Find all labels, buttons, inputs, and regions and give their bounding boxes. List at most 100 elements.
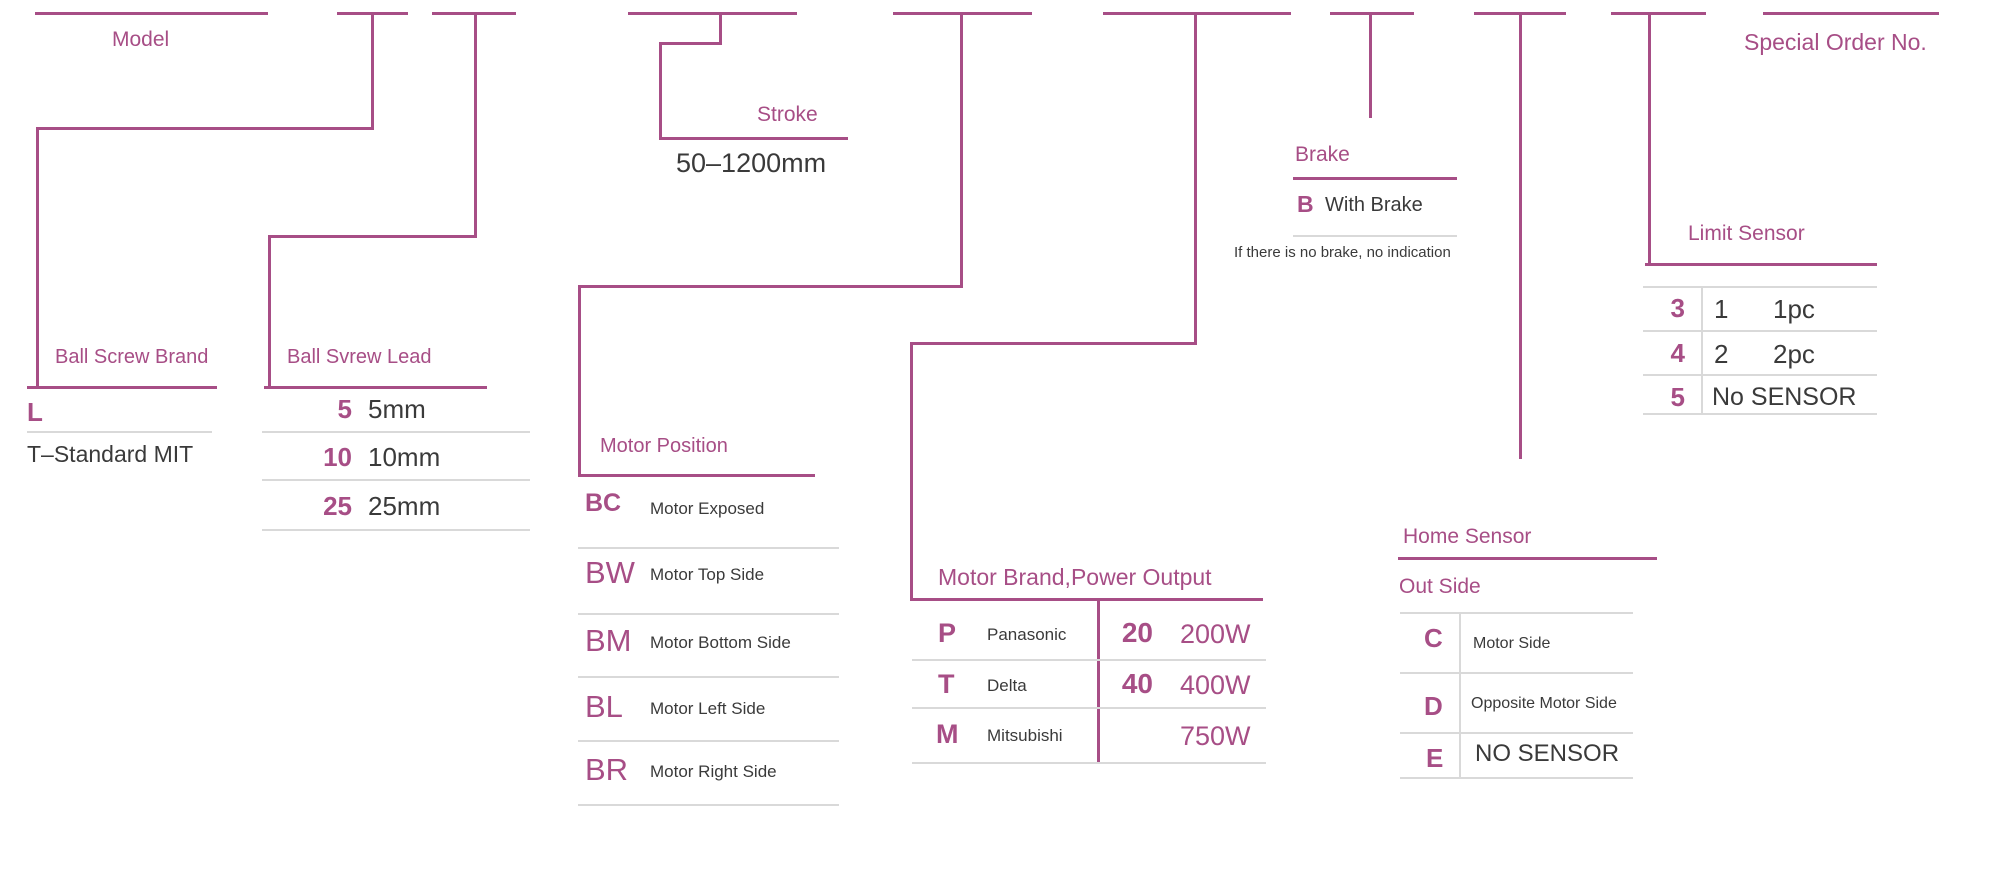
limit-sensor-desc: 2pc bbox=[1773, 339, 1815, 369]
power-value: 750W bbox=[1180, 721, 1251, 751]
motor-position-desc: Motor Left Side bbox=[650, 699, 766, 718]
lead-row-separator bbox=[262, 431, 530, 433]
home-sensor-desc: Opposite Motor Side bbox=[1471, 695, 1617, 712]
motor-brand-code: M bbox=[936, 719, 959, 749]
motor-position-code: BW bbox=[585, 555, 635, 590]
home-sensor-table-top bbox=[1400, 612, 1633, 614]
home-sensor-code: E bbox=[1426, 743, 1444, 773]
motor-position-code: BM bbox=[585, 623, 632, 658]
limit-sensor-underline bbox=[1645, 263, 1877, 266]
leader-screw-brand-v2 bbox=[36, 127, 39, 389]
limit-sensor-separator bbox=[1643, 330, 1877, 332]
motor-position-desc: Motor Right Side bbox=[650, 762, 777, 781]
lead-row-code: 10 bbox=[323, 442, 352, 472]
limit-sensor-qty: 1 bbox=[1714, 294, 1729, 324]
motor-brand-name: Mitsubishi bbox=[987, 726, 1063, 745]
code-tick-stroke bbox=[628, 12, 797, 15]
home-sensor-label: Home Sensor bbox=[1403, 525, 1532, 548]
ball-screw-brand-code: L bbox=[27, 397, 43, 427]
leader-motor-brand-h bbox=[910, 342, 1197, 345]
motor-position-code: BL bbox=[585, 689, 623, 724]
home-sensor-desc: NO SENSOR bbox=[1475, 740, 1620, 767]
motor-position-code: BR bbox=[585, 752, 629, 787]
motor-brand-column-divider bbox=[1097, 600, 1100, 763]
code-tick-motor-brand bbox=[1103, 12, 1291, 15]
code-tick-special-order bbox=[1763, 12, 1939, 15]
power-code: 40 bbox=[1121, 668, 1153, 699]
ball-screw-brand-separator bbox=[27, 431, 212, 433]
ball-screw-brand-label: Ball Screw Brand bbox=[55, 346, 209, 368]
lead-row-separator bbox=[262, 479, 530, 481]
leader-home-sensor-v bbox=[1519, 12, 1522, 459]
brake-note: If there is no brake, no indication bbox=[1234, 244, 1451, 261]
brake-label: Brake bbox=[1295, 143, 1350, 166]
brake-code: B bbox=[1297, 191, 1314, 217]
limit-sensor-separator bbox=[1643, 374, 1877, 376]
home-sensor-desc: Motor Side bbox=[1473, 635, 1551, 652]
home-sensor-sublabel: Out Side bbox=[1399, 575, 1481, 598]
motor-position-code: BC bbox=[585, 489, 622, 517]
limit-sensor-code: 5 bbox=[1670, 382, 1685, 412]
home-sensor-code: C bbox=[1424, 623, 1443, 653]
motor-brand-separator bbox=[912, 659, 1266, 661]
stroke-label: Stroke bbox=[757, 103, 818, 126]
lead-row-code: 25 bbox=[323, 491, 352, 521]
limit-sensor-label: Limit Sensor bbox=[1688, 222, 1805, 245]
motor-position-separator bbox=[578, 676, 839, 678]
power-value: 200W bbox=[1180, 619, 1251, 649]
limit-sensor-table-bottom bbox=[1643, 413, 1877, 415]
brake-separator bbox=[1293, 235, 1457, 237]
motor-brand-name: Delta bbox=[987, 676, 1027, 695]
special-order-label: Special Order No. bbox=[1744, 29, 1927, 55]
model-label: Model bbox=[112, 28, 170, 51]
brake-label-underline bbox=[1293, 177, 1457, 180]
motor-position-separator bbox=[578, 740, 839, 742]
code-tick-model bbox=[35, 12, 268, 15]
leader-stroke-h bbox=[659, 42, 722, 45]
power-value: 400W bbox=[1180, 670, 1251, 700]
motor-position-label: Motor Position bbox=[600, 435, 728, 457]
motor-position-separator bbox=[578, 547, 839, 549]
leader-motor-pos-v2 bbox=[578, 285, 581, 477]
leader-screw-brand-v1 bbox=[371, 12, 374, 130]
lead-row-separator bbox=[262, 529, 530, 531]
code-tick-brake bbox=[1330, 12, 1414, 15]
home-sensor-separator bbox=[1400, 672, 1633, 674]
leader-screw-lead-h bbox=[268, 235, 477, 238]
ball-screw-lead-label: Ball Svrew Lead bbox=[287, 346, 432, 368]
home-sensor-separator bbox=[1400, 732, 1633, 734]
leader-stroke-v1 bbox=[719, 12, 722, 45]
limit-sensor-code: 4 bbox=[1670, 338, 1685, 368]
motor-brand-code: P bbox=[938, 618, 957, 648]
motor-position-separator bbox=[578, 613, 839, 615]
stroke-underline bbox=[659, 137, 848, 140]
code-tick-limit-sensor bbox=[1611, 12, 1706, 15]
lead-row-value: 25mm bbox=[368, 491, 441, 521]
motor-brand-separator bbox=[912, 762, 1266, 764]
leader-brake-v bbox=[1369, 12, 1372, 118]
leader-screw-brand-h bbox=[36, 127, 374, 130]
home-sensor-underline bbox=[1398, 557, 1657, 560]
motor-brand-underline bbox=[910, 598, 1263, 601]
motor-brand-label: Motor Brand,Power Output bbox=[938, 564, 1212, 590]
stroke-range: 50–1200mm bbox=[676, 148, 827, 178]
home-sensor-column-divider bbox=[1459, 612, 1461, 777]
leader-stroke-v2 bbox=[659, 42, 662, 140]
limit-sensor-table-top bbox=[1643, 286, 1877, 288]
limit-sensor-desc: 1pc bbox=[1773, 294, 1815, 324]
limit-sensor-desc: No SENSOR bbox=[1712, 383, 1857, 411]
motor-brand-name: Panasonic bbox=[987, 625, 1067, 644]
limit-sensor-qty: 2 bbox=[1714, 339, 1729, 369]
leader-screw-lead-v2 bbox=[268, 235, 271, 389]
motor-position-desc: Motor Bottom Side bbox=[650, 633, 791, 652]
brake-desc: With Brake bbox=[1325, 194, 1423, 216]
limit-sensor-column-divider bbox=[1701, 286, 1703, 415]
leader-motor-brand-v1 bbox=[1194, 12, 1197, 345]
motor-pos-underline bbox=[578, 474, 815, 477]
motor-brand-code: T bbox=[938, 669, 955, 699]
ball-screw-lead-label-underline bbox=[264, 386, 487, 389]
leader-screw-lead-v1 bbox=[474, 12, 477, 238]
ball-screw-brand-label-underline bbox=[27, 386, 217, 389]
home-sensor-code: D bbox=[1424, 691, 1443, 721]
